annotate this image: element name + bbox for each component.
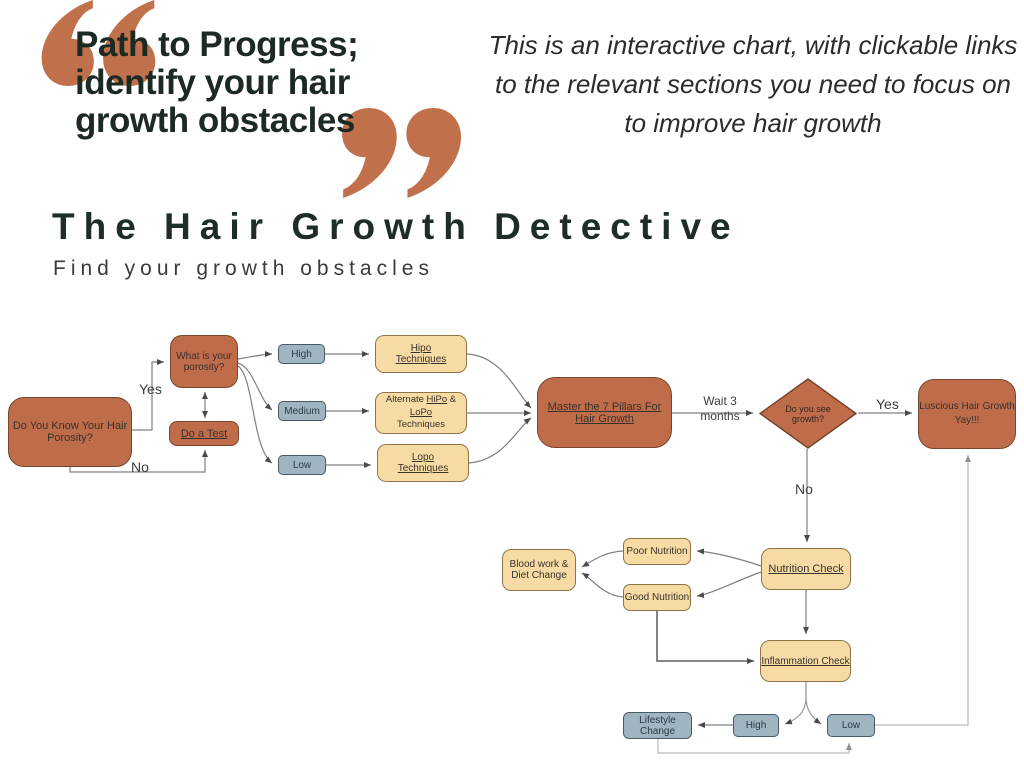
connector-nutrition-good (696, 571, 762, 599)
page-quote-title: Path to Progress; identify your hair gro… (75, 25, 359, 140)
close-quote-icon (335, 108, 467, 198)
node-porosity-medium: Medium (278, 401, 326, 421)
master-7-pillars-link[interactable]: Master the 7 Pillars For Hair Growth (547, 400, 662, 425)
node-master-7-pillars[interactable]: Master the 7 Pillars For Hair Growth (537, 377, 672, 448)
node-alternate-techniques[interactable]: Alternate HiPo & LoPo Techniques (375, 392, 467, 434)
node-do-a-test[interactable]: Do a Test (169, 421, 239, 446)
connector-low-luscious (875, 455, 971, 726)
node-bloodwork-diet-change: Blood work & Diet Change (502, 549, 576, 591)
quote-line-1: Path to Progress; (75, 25, 359, 64)
node-good-nutrition: Good Nutrition (623, 584, 691, 611)
intro-note: This is an interactive chart, with click… (488, 30, 1018, 138)
node-do-you-see-growth: Do you see growth? (758, 378, 858, 449)
connector-inflammation-low (805, 682, 822, 725)
node-poor-nutrition: Poor Nutrition (623, 538, 691, 565)
hipo-link[interactable]: HiPo (426, 394, 448, 406)
node-inflammation-check[interactable]: Inflammation Check (760, 640, 851, 682)
do-a-test-link[interactable]: Do a Test (180, 427, 228, 440)
node-inflammation-high: High (733, 714, 779, 737)
node-porosity-high: High (278, 344, 325, 364)
node-what-is-your-porosity: What is your porosity? (170, 335, 238, 388)
node-lopo-techniques[interactable]: Lopo Techniques (377, 444, 469, 482)
nutrition-check-link[interactable]: Nutrition Check (768, 563, 844, 575)
connector-nutrition-poor (696, 548, 762, 567)
page-subtitle: Find your growth obstacles (53, 257, 434, 280)
connector-lifestyle-low (657, 739, 852, 754)
label-yes-growth: Yes (876, 396, 899, 412)
see-growth-label: Do you see growth? (785, 403, 831, 424)
label-yes-porosity: Yes (139, 381, 162, 397)
connector-lopo-master (468, 417, 532, 464)
connector-no-to-test (69, 450, 208, 473)
connector-porosity-high (237, 351, 273, 360)
connector-yes-to-porosity (132, 359, 164, 431)
lopo-link[interactable]: LoPo (409, 406, 433, 418)
node-porosity-low: Low (278, 455, 326, 475)
label-wait-3-months: Wait 3 months (700, 394, 740, 423)
hipo-techniques-link[interactable]: Hipo Techniques (395, 343, 447, 365)
quote-line-2: identify your hair (75, 63, 350, 102)
connector-good-bloodwork (581, 572, 624, 598)
quote-line-3: growth obstacles (75, 101, 355, 140)
node-luscious-hair-growth: Luscious Hair Growth Yay!!! (918, 379, 1016, 449)
node-lifestyle-change: Lifestyle Change (623, 712, 692, 739)
inflammation-check-link[interactable]: Inflammation Check (761, 655, 850, 667)
connector-poor-bloodwork (581, 550, 624, 568)
page-title: The Hair Growth Detective (52, 206, 740, 247)
label-no-growth: No (795, 481, 813, 497)
label-no-porosity: No (131, 459, 149, 475)
connector-porosity-low (237, 365, 273, 464)
connector-porosity-medium (237, 362, 273, 411)
node-do-you-know-porosity: Do You Know Your Hair Porosity? (8, 397, 132, 467)
node-nutrition-check[interactable]: Nutrition Check (761, 548, 851, 590)
open-quote-icon (28, 0, 170, 86)
lopo-techniques-link[interactable]: Lopo Techniques (397, 452, 449, 474)
node-inflammation-low: Low (827, 714, 875, 737)
connector-hipo-master (466, 353, 532, 409)
node-hipo-techniques[interactable]: Hipo Techniques (375, 335, 467, 373)
connector-good-inflammation (656, 611, 754, 664)
connector-inflammation-high (784, 682, 807, 725)
